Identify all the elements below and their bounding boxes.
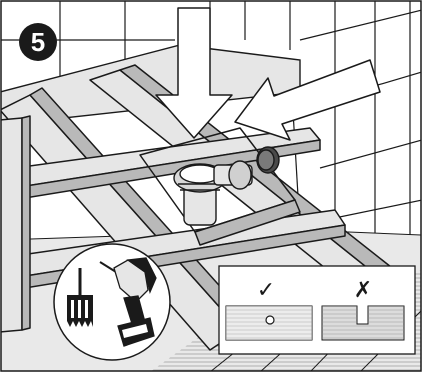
correct-example: ✓ [225,278,313,341]
hole-saw-bit-icon [67,268,93,327]
drill-hole [265,315,275,325]
diagonal-arrow-icon [234,59,381,141]
down-arrow-icon [155,7,233,139]
check-mark-icon: ✓ [257,278,275,303]
hole-comparison-panel: ✓ ✗ [218,265,416,355]
wrong-example: ✗ [321,278,405,341]
notch-cutout [322,306,404,340]
step-badge-icon: 5 [19,23,57,61]
step-number: 5 [31,27,45,57]
tool-inset [53,243,171,361]
cross-mark-icon: ✗ [354,278,372,303]
cordless-drill-icon [99,257,157,347]
bathtub-drain-trap-icon [173,146,280,226]
